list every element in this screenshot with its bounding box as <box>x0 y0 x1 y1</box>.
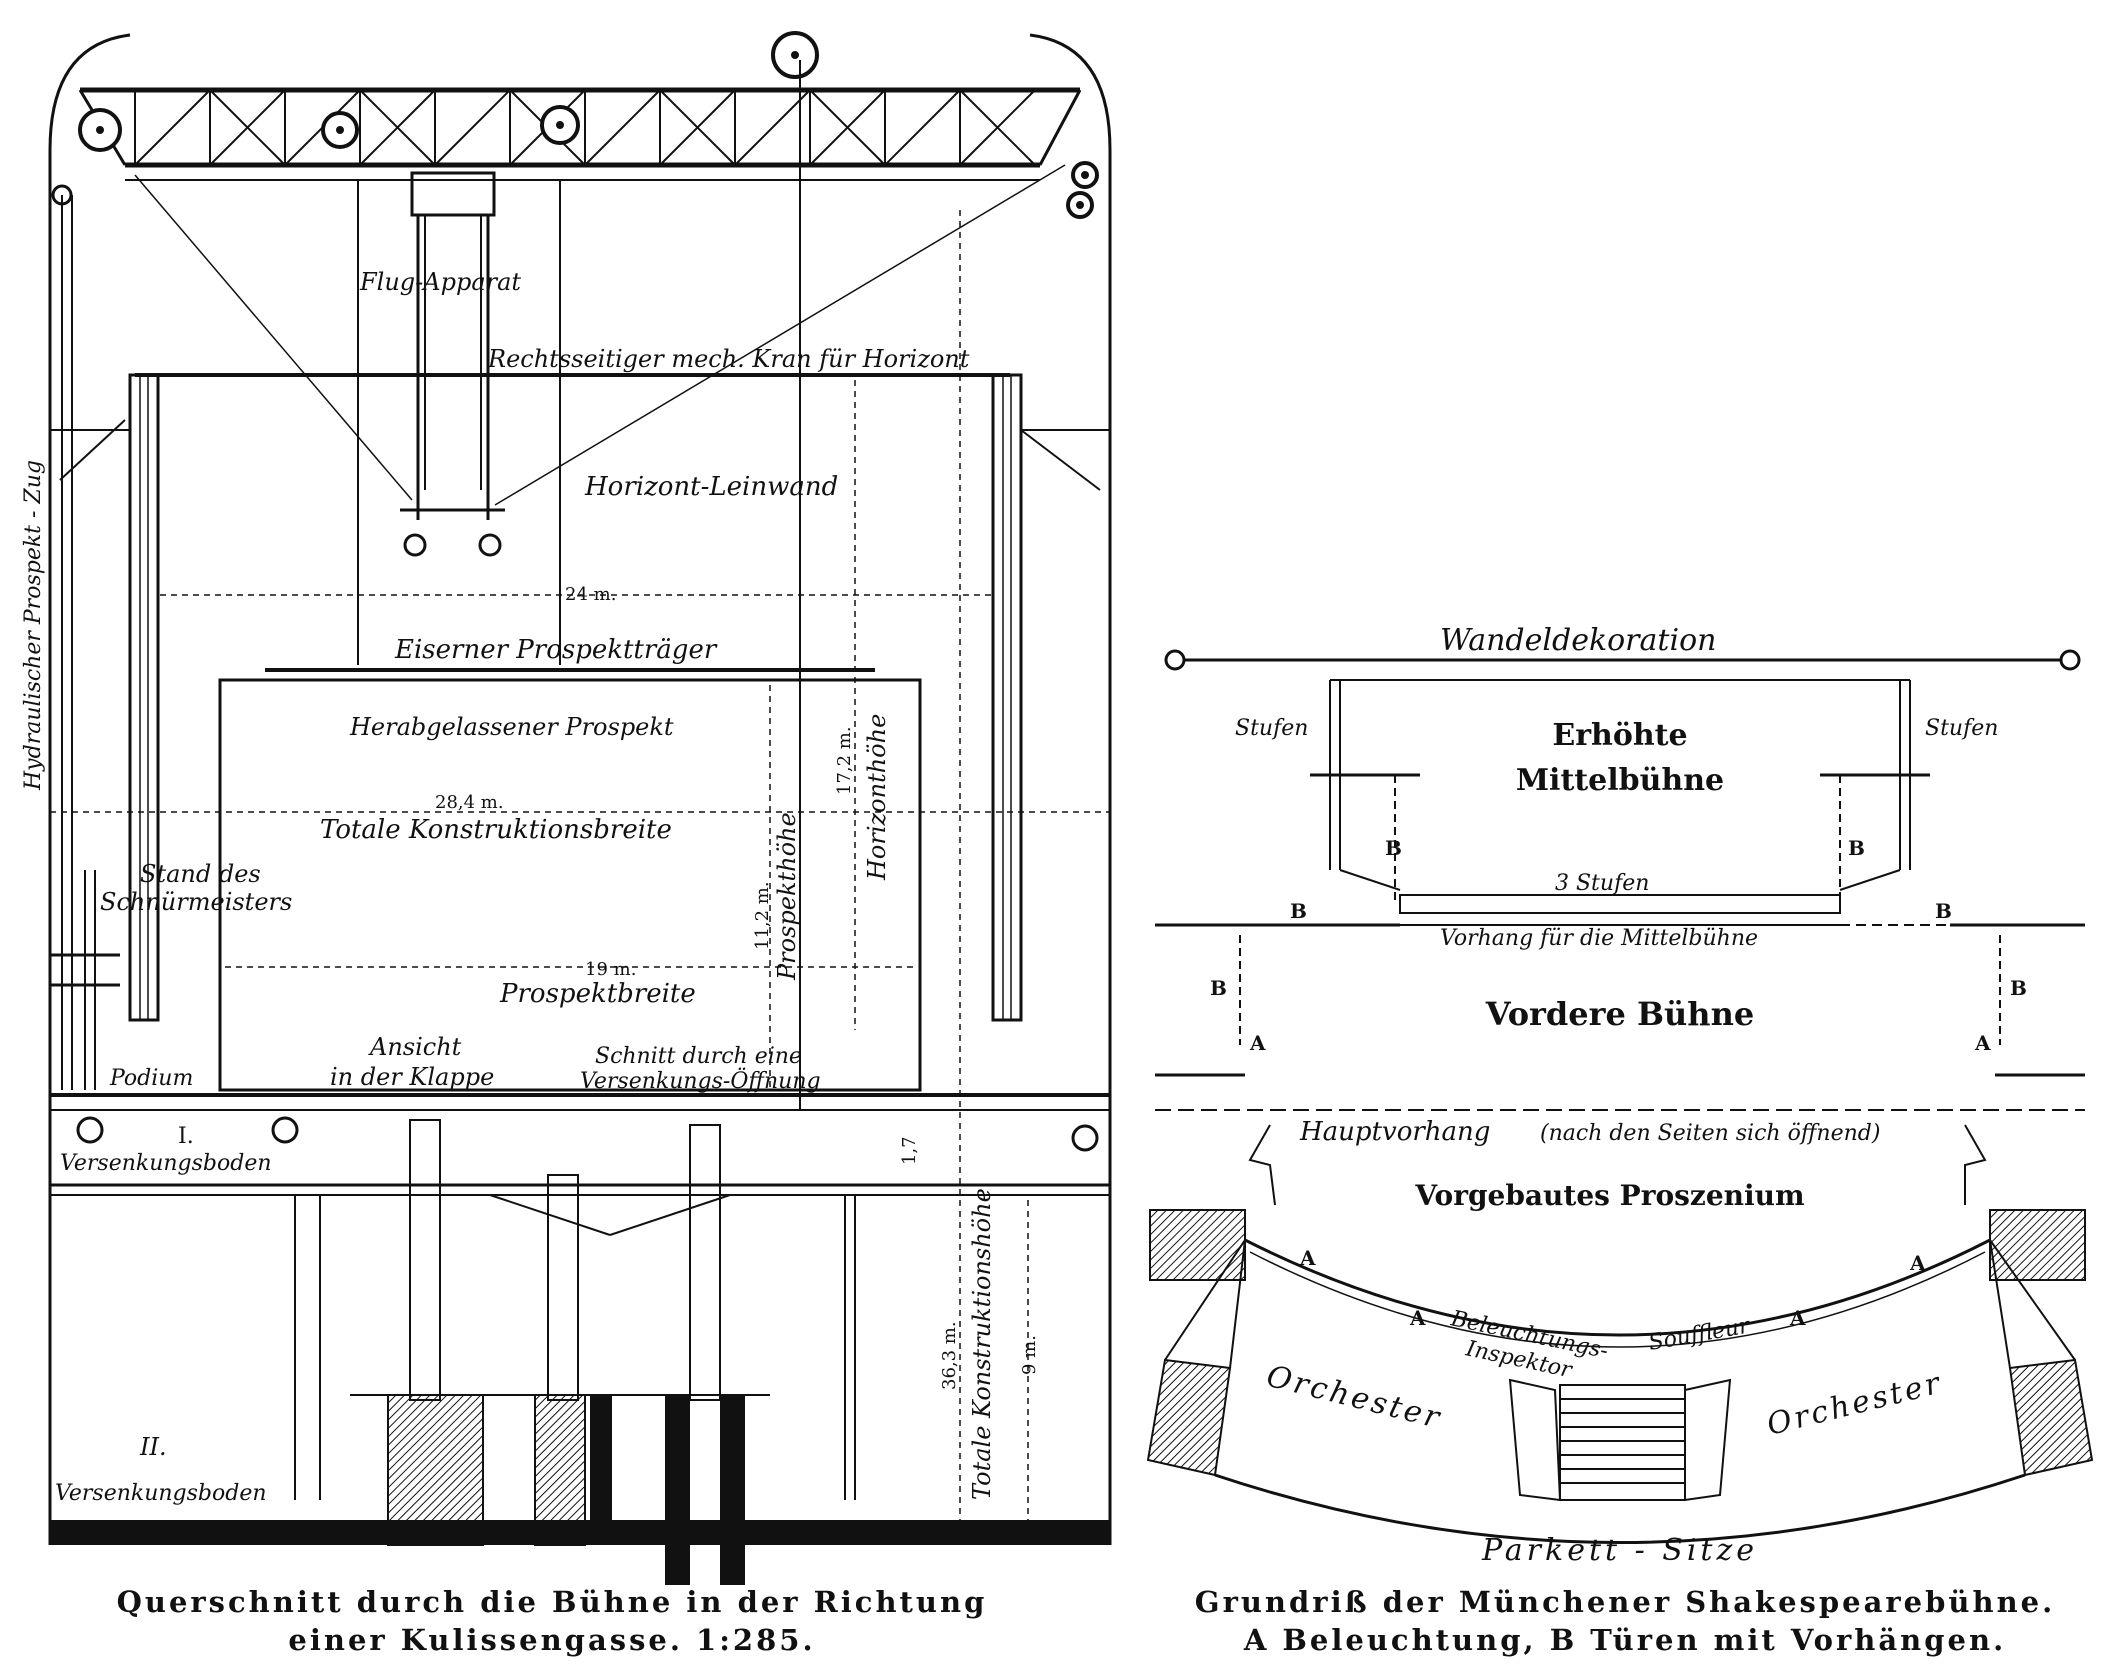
label-a-6: A <box>1909 1251 1926 1275</box>
roller-left <box>1164 649 1186 671</box>
label-prospekthoehe: Prospekthöhe <box>773 812 801 981</box>
label-erhoehte-2: Mittelbühne <box>1516 763 1724 798</box>
roller-right <box>2059 649 2081 671</box>
label-dim-19: 19 m. <box>585 959 636 980</box>
label-wandeldekoration: Wandeldekoration <box>1440 623 1716 658</box>
pulley-wheels <box>78 31 1099 219</box>
prompter-stair <box>1508 1378 1732 1502</box>
fly-gallery <box>50 870 120 1090</box>
label-souffleur: Souffleur <box>1647 1313 1753 1356</box>
proscenium-step-right <box>1964 1124 1987 1205</box>
label-b-5: B <box>1210 976 1227 1000</box>
label-erhoehte-1: Erhöhte <box>1552 718 1687 753</box>
label-stufen-left: Stufen <box>1235 716 1308 741</box>
label-schnitt-2: Versenkungs-Öffnung <box>580 1067 821 1094</box>
label-ansicht-1: Ansicht <box>368 1033 462 1061</box>
pillar-left-top <box>1149 1209 1246 1281</box>
stage-cross-section: Flug-Apparat Rechtsseitiger mech. Kran f… <box>21 31 1112 1585</box>
label-schnitt-1: Schnitt durch eine <box>595 1044 802 1069</box>
caption-left-line2: einer Kulissengasse. 1:285. <box>288 1623 815 1657</box>
label-dim-28: 28,4 m. <box>435 792 504 813</box>
label-hauptvorhang: Hauptvorhang <box>1299 1117 1490 1147</box>
caption-right-line1: Grundriß der Münchener Shakespearebühne. <box>1195 1585 2055 1619</box>
label-vordere: Vordere Bühne <box>1485 995 1754 1033</box>
label-horizonthoehe: Horizonthöhe <box>863 714 891 881</box>
roof-truss <box>78 87 1082 181</box>
pillar-right-bottom <box>2008 1358 2094 1477</box>
label-dim-24: 24 m. <box>565 584 616 605</box>
label-dim-9: 9 m. <box>1019 1335 1040 1375</box>
orchestra-arc-inner2 <box>1249 1251 1986 1348</box>
label-a-3: A <box>1299 1246 1316 1270</box>
flying-apparatus <box>134 60 1066 1110</box>
label-stand-1: Stand des <box>140 860 261 888</box>
label-drei-stufen: 3 Stufen <box>1555 871 1649 896</box>
ground-slab <box>50 1520 1110 1545</box>
orchestra-arc-inner <box>1244 1238 1991 1337</box>
raised-middle-stage <box>1310 679 1930 914</box>
label-a-4: A <box>1409 1306 1426 1330</box>
label-boden2-num: II. <box>139 1433 167 1461</box>
label-parkett: Parkett - Sitze <box>1481 1533 1758 1568</box>
label-eiserner: Eiserner Prospektträger <box>394 635 718 665</box>
label-orchester-left: Orchester <box>1263 1359 1445 1436</box>
label-vorgebautes: Vorgebautes Proszenium <box>1414 1179 1804 1212</box>
label-horizont-leinwand: Horizont-Leinwand <box>584 472 838 502</box>
label-a-2: A <box>1974 1031 1991 1055</box>
label-totale-hoehe: Totale Konstruktionshöhe <box>968 1188 996 1500</box>
label-dim-36: 36,3 m. <box>939 1321 960 1390</box>
pillar-right-mid <box>1989 1239 2076 1369</box>
lowered-backdrop <box>218 678 922 1092</box>
understage-machinery <box>294 1119 856 1585</box>
stage-floor <box>50 1093 1110 1196</box>
label-vorhang: Vorhang für die Mittelbühne <box>1440 926 1758 951</box>
label-prospektbreite: Prospektbreite <box>499 979 696 1009</box>
hydraulic-pull <box>51 184 73 1090</box>
pillar-right-top <box>1989 1209 2086 1281</box>
label-flug-apparat: Flug-Apparat <box>359 268 521 296</box>
label-boden2: Versenkungsboden <box>55 1481 267 1506</box>
label-b-2: B <box>1848 836 1865 860</box>
label-ansicht-2: in der Klappe <box>330 1063 494 1091</box>
label-boden1-num: I. <box>178 1124 194 1149</box>
label-b-1: B <box>1385 836 1402 860</box>
label-dim-1-7: 1,7 <box>899 1136 920 1165</box>
stage-ground-plan: Wandeldekoration Stufen Stufen Erhöhte M… <box>1146 623 2094 1568</box>
orchestra-arc-outer <box>1214 1473 2026 1544</box>
label-boden1: Versenkungsboden <box>60 1151 272 1176</box>
outer-wall-left <box>48 33 131 1545</box>
label-b-4: B <box>1935 899 1952 923</box>
label-b-6: B <box>2010 976 2027 1000</box>
middle-curtain-line <box>1155 923 2085 1045</box>
label-stand-2: Schnürmeisters <box>100 888 292 916</box>
label-stufen-right: Stufen <box>1925 716 1998 741</box>
label-hauptvorhang-note: (nach den Seiten sich öffnend) <box>1540 1121 1880 1146</box>
pillar-left-bottom <box>1146 1358 1232 1477</box>
label-totale-breite: Totale Konstruktionsbreite <box>320 815 672 845</box>
label-dim-17: 17,2 m. <box>834 726 855 795</box>
caption-left-line1: Querschnitt durch die Bühne in der Richt… <box>117 1585 988 1619</box>
outer-wall-right <box>1029 33 1112 1545</box>
horizon-towers <box>50 373 1110 1022</box>
label-herabgelassener: Herabgelassener Prospekt <box>349 713 674 741</box>
proscenium-step-left <box>1248 1124 1276 1206</box>
label-podium: Podium <box>109 1066 193 1091</box>
label-dim-11: 11,2 m. <box>752 881 773 950</box>
caption-right-line2: A Beleuchtung, B Türen mit Vorhängen. <box>1243 1623 2006 1657</box>
label-a-5: A <box>1789 1306 1806 1330</box>
label-hydraulischer-zug: Hydraulischer Prospekt - Zug <box>21 460 46 791</box>
label-a-1: A <box>1249 1031 1266 1055</box>
label-orchester-right: Orchester <box>1763 1365 1945 1442</box>
label-b-3: B <box>1290 899 1307 923</box>
pillar-left-mid <box>1164 1239 1246 1369</box>
label-kran: Rechtsseitiger mech. Kran für Horizont <box>487 345 970 373</box>
